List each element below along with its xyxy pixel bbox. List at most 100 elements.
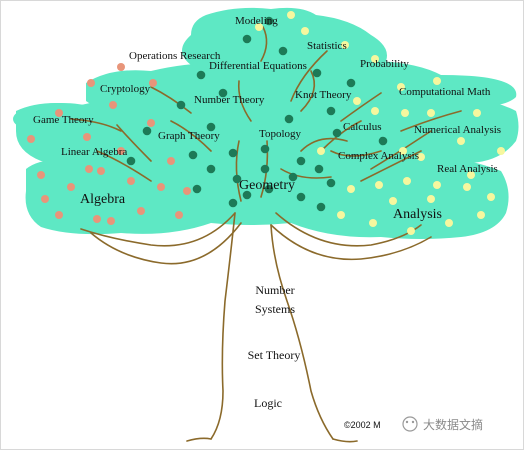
fruit-dot-orange xyxy=(107,217,115,225)
fruit-dot-yellow xyxy=(477,211,485,219)
fruit-dot-green xyxy=(242,190,252,200)
label-numerical-analysis: Numerical Analysis xyxy=(414,124,501,136)
fruit-dot-orange xyxy=(37,171,45,179)
trunk-labels: Number Systems Set Theory Logic xyxy=(248,283,301,410)
wechat-icon-eye-left xyxy=(405,420,409,424)
label-number-theory: Number Theory xyxy=(194,94,265,106)
label-probability: Probability xyxy=(360,58,409,70)
fruit-dot-yellow xyxy=(403,177,411,185)
fruit-dot-green xyxy=(346,78,356,88)
fruit-dot-yellow xyxy=(375,181,383,189)
fruit-dot-green xyxy=(228,148,238,158)
fruit-dot-green xyxy=(126,156,136,166)
fruit-dot-orange xyxy=(55,211,63,219)
fruit-dot-green xyxy=(228,198,238,208)
fruit-dot-green xyxy=(192,184,202,194)
fruit-dot-green xyxy=(260,164,270,174)
wechat-icon-eye-right xyxy=(411,420,415,424)
fruit-dot-yellow xyxy=(473,109,481,117)
fruit-dot-orange xyxy=(41,195,49,203)
fruit-dot-orange xyxy=(97,167,105,175)
copyright-text: ©2002 M xyxy=(344,420,381,430)
fruit-dot-green xyxy=(378,136,388,146)
foliage xyxy=(13,7,519,239)
label-real-analysis: Real Analysis xyxy=(437,163,498,175)
fruit-dot-orange xyxy=(127,177,135,185)
fruit-dot-yellow xyxy=(497,147,505,155)
label-set-theory: Set Theory xyxy=(248,348,301,362)
label-linear-algebra: Linear Algebra xyxy=(61,146,127,158)
fruit-dot-green xyxy=(176,100,186,110)
watermark: 大数据文摘 xyxy=(402,416,483,432)
label-knot-theory: Knot Theory xyxy=(295,89,352,101)
fruit-dot-orange xyxy=(183,187,191,195)
fruit-dot-orange xyxy=(157,183,165,191)
fruit-dot-green xyxy=(218,88,228,98)
fruit-dot-yellow xyxy=(407,227,415,235)
fruit-dot-yellow xyxy=(457,137,465,145)
fruit-dot-yellow xyxy=(317,147,325,155)
label-algebra: Algebra xyxy=(80,192,126,207)
fruit-dot-green xyxy=(284,114,294,124)
fruit-dot-orange xyxy=(27,135,35,143)
fruit-dot-green xyxy=(206,122,216,132)
fruit-dot-orange xyxy=(147,119,155,127)
fruit-dot-green xyxy=(332,128,342,138)
fruit-dot-orange xyxy=(117,63,125,71)
label-complex-analysis: Complex Analysis xyxy=(338,150,419,162)
fruit-dot-yellow xyxy=(255,23,263,31)
fruit-dot-green xyxy=(196,70,206,80)
wechat-icon xyxy=(402,416,418,432)
fruit-dot-green xyxy=(232,174,242,184)
fruit-dots xyxy=(27,11,505,235)
fruit-dot-green xyxy=(296,156,306,166)
fruit-dot-green xyxy=(264,184,274,194)
fruit-dot-yellow xyxy=(389,197,397,205)
fruit-dot-orange xyxy=(83,133,91,141)
fruit-dot-green xyxy=(206,164,216,174)
label-game-theory: Game Theory xyxy=(33,114,94,126)
fruit-dot-green xyxy=(278,46,288,56)
fruit-dot-green xyxy=(260,144,270,154)
fruit-dot-yellow xyxy=(487,193,495,201)
fruit-dot-yellow xyxy=(347,185,355,193)
label-geometry: Geometry xyxy=(239,178,295,193)
fruit-dot-orange xyxy=(117,147,125,155)
fruit-dot-yellow xyxy=(397,83,405,91)
fruit-dot-orange xyxy=(55,109,63,117)
fruit-dot-orange xyxy=(175,211,183,219)
fruit-dot-orange xyxy=(87,79,95,87)
label-modeling: Modeling xyxy=(235,15,278,27)
fruit-dot-green xyxy=(326,178,336,188)
fruit-dot-yellow xyxy=(433,181,441,189)
fruit-dot-orange xyxy=(85,165,93,173)
fruit-dot-orange xyxy=(167,157,175,165)
fruit-dot-yellow xyxy=(371,107,379,115)
label-statistics: Statistics xyxy=(307,40,347,52)
topic-labels: Modeling Statistics Operations Research … xyxy=(33,15,501,222)
label-computational-math: Computational Math xyxy=(399,86,491,98)
fruit-dot-yellow xyxy=(399,147,407,155)
fruit-dot-yellow xyxy=(427,195,435,203)
fruit-dot-yellow xyxy=(369,219,377,227)
fruit-dot-yellow xyxy=(417,153,425,161)
label-differential-equations: Differential Equations xyxy=(209,60,307,72)
fruit-dot-green xyxy=(314,164,324,174)
fruit-dot-green xyxy=(142,126,152,136)
fruit-dot-green xyxy=(296,192,306,202)
fruit-dot-green xyxy=(188,150,198,160)
fruit-dot-yellow xyxy=(301,27,309,35)
fruit-dot-yellow xyxy=(427,109,435,117)
label-cryptology: Cryptology xyxy=(100,83,151,95)
label-logic: Logic xyxy=(254,396,282,410)
fruit-dot-yellow xyxy=(287,11,295,19)
label-topology: Topology xyxy=(259,128,302,140)
fruit-dot-green xyxy=(316,202,326,212)
label-number: Number xyxy=(255,283,294,297)
fruit-dot-yellow xyxy=(445,219,453,227)
watermark-text: 大数据文摘 xyxy=(423,417,483,432)
label-graph-theory: Graph Theory xyxy=(158,130,220,142)
label-analysis: Analysis xyxy=(393,207,442,222)
